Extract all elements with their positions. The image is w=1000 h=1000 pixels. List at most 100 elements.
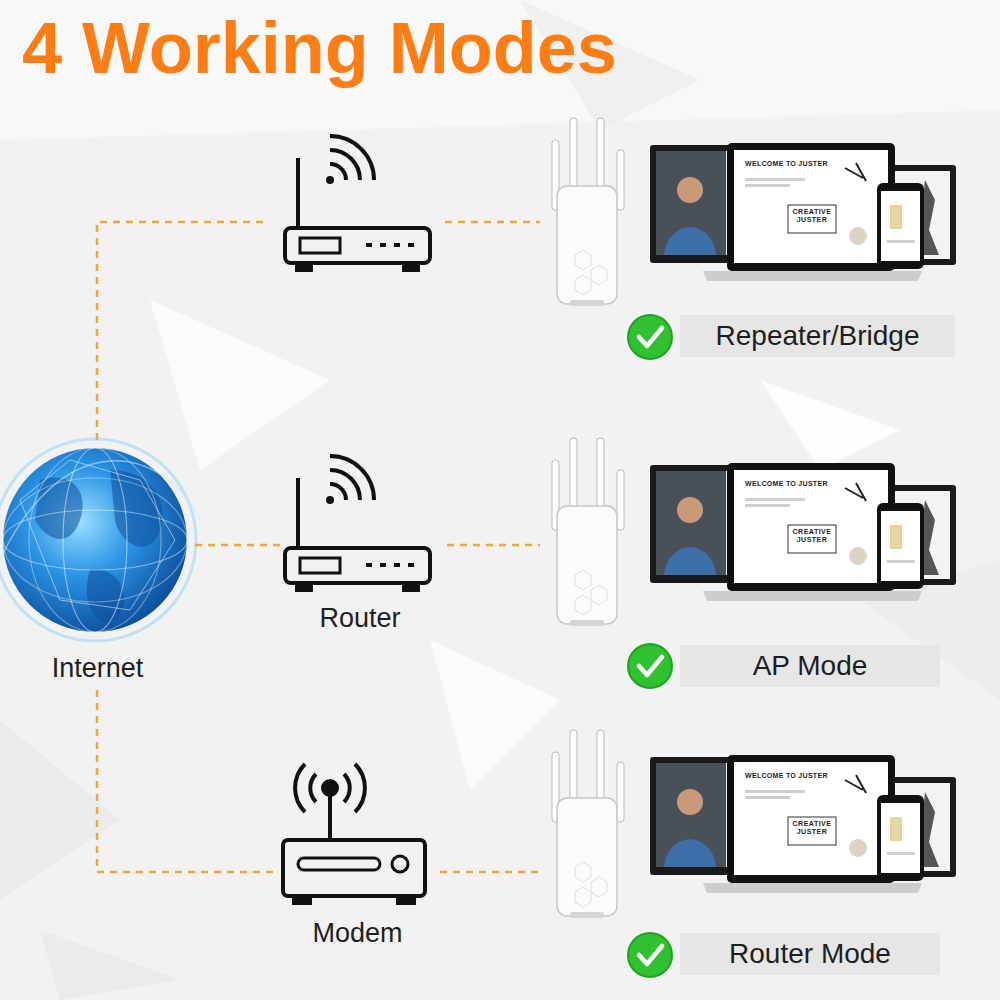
client-devices xyxy=(677,789,703,815)
client-devices xyxy=(703,591,922,601)
globe-icon xyxy=(20,460,175,610)
globe-icon xyxy=(0,461,200,560)
wifi-extender xyxy=(575,862,607,907)
mode-label-box: Router Mode xyxy=(680,933,940,975)
connection-line xyxy=(97,222,540,872)
mode-label: Repeater/Bridge xyxy=(716,320,920,352)
client-devices xyxy=(788,205,836,233)
client-devices xyxy=(887,852,915,855)
router-icon xyxy=(300,238,340,253)
globe-icon xyxy=(63,448,127,632)
router-icon xyxy=(326,176,334,184)
router-icon xyxy=(380,243,386,247)
wifi-extender xyxy=(552,118,624,306)
client-devices xyxy=(745,504,790,507)
client-devices xyxy=(745,178,805,181)
router-icon xyxy=(330,456,374,500)
client-devices xyxy=(745,790,805,793)
router-icon xyxy=(330,484,346,500)
router-icon xyxy=(404,583,418,590)
wifi-extender xyxy=(557,506,617,624)
connection-line xyxy=(97,222,268,440)
title-text: 4 Working Modes xyxy=(22,12,617,84)
mode-label: Router Mode xyxy=(729,938,891,970)
background xyxy=(0,0,1000,140)
client-devices xyxy=(734,150,888,263)
globe-icon xyxy=(3,478,187,602)
modem-icon xyxy=(344,774,350,802)
client-devices xyxy=(788,817,836,845)
client-devices xyxy=(656,763,726,867)
dashed-connector xyxy=(195,544,280,547)
client-devices xyxy=(745,498,805,501)
wifi-extender xyxy=(575,570,607,615)
wifi-extender xyxy=(575,250,607,295)
background xyxy=(150,300,330,470)
modem-icon xyxy=(323,781,337,795)
client-devices xyxy=(734,470,888,583)
device-label: Router xyxy=(319,603,400,634)
router-node: Router xyxy=(280,470,440,640)
client-devices xyxy=(881,191,920,261)
check-mark xyxy=(639,328,662,346)
background xyxy=(760,380,900,470)
client-devices xyxy=(727,143,895,271)
screen-text: WELCOME TO JUSTER xyxy=(745,160,875,168)
mode-label: AP Mode xyxy=(753,650,868,682)
modem-icon xyxy=(295,764,305,812)
check-mark xyxy=(628,933,672,977)
router-icon xyxy=(394,563,400,567)
router-icon xyxy=(366,243,372,247)
device-label: Internet xyxy=(52,653,144,684)
wifi-extender xyxy=(617,762,624,822)
modem-icon xyxy=(283,764,425,903)
router-icon xyxy=(330,470,360,500)
router-icon xyxy=(330,150,360,180)
check-mark xyxy=(628,644,672,688)
router-icon xyxy=(285,228,430,263)
background xyxy=(520,0,700,130)
router-icon xyxy=(380,563,386,567)
client-devices xyxy=(664,839,716,867)
client-devices xyxy=(656,151,726,255)
connection-line xyxy=(445,221,540,224)
check-mark xyxy=(628,315,672,359)
screen-text: CREATIVE JUSTER xyxy=(789,528,835,544)
globe-icon xyxy=(87,570,124,622)
router-icon xyxy=(297,263,311,270)
modem-icon xyxy=(294,896,310,903)
client-devices xyxy=(703,883,922,893)
wifi-extender xyxy=(557,186,617,304)
router-icon xyxy=(330,136,374,180)
client-devices xyxy=(845,163,866,181)
client-devices xyxy=(650,143,956,281)
connection-line xyxy=(440,871,540,874)
globe-icon xyxy=(3,448,187,632)
screen-text: WELCOME TO JUSTER xyxy=(745,772,875,780)
client-devices xyxy=(656,471,726,575)
mode-label-box: Repeater/Bridge xyxy=(680,315,955,357)
client-devices xyxy=(849,227,867,245)
internet-node: Internet xyxy=(0,440,195,690)
globe-icon xyxy=(110,470,163,547)
wifi-extender xyxy=(570,300,604,306)
modem-icon xyxy=(298,858,380,870)
router-icon xyxy=(285,456,430,590)
modem-icon xyxy=(398,896,414,903)
wifi-extender xyxy=(617,150,624,210)
client-devices xyxy=(890,525,902,549)
router-icon xyxy=(404,263,418,270)
screen-text: CREATIVE JUSTER xyxy=(789,820,835,836)
globe-icon xyxy=(0,439,200,641)
wifi-extender xyxy=(552,438,624,626)
screen-text: WELCOME TO JUSTER xyxy=(745,480,875,488)
modem-icon xyxy=(355,764,365,812)
router-icon xyxy=(408,563,414,567)
router-icon xyxy=(296,158,300,228)
modem-icon xyxy=(310,774,316,802)
